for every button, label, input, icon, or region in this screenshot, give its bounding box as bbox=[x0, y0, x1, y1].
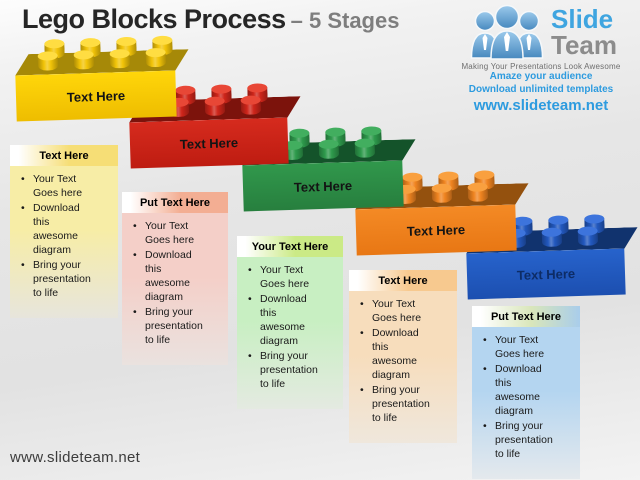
bullet-item: Download this awesome diagram bbox=[478, 363, 551, 419]
brand-tagline: Making Your Presentations Look Awesome bbox=[461, 62, 621, 71]
lego-block-stage-5: Text Here bbox=[466, 218, 626, 300]
lego-block-stage-2: Text Here bbox=[129, 87, 289, 169]
stud-row-front bbox=[282, 142, 376, 161]
bullet-list: Your Text Goes here Download this awesom… bbox=[355, 298, 453, 426]
lego-block-label: Text Here bbox=[406, 221, 466, 239]
stage-3-text-box: Your Text Here Your Text Goes here Downl… bbox=[237, 236, 343, 409]
bullet-item: Download this awesome diagram bbox=[243, 293, 316, 349]
bullet-item: Your Text Goes here bbox=[355, 298, 428, 326]
bullet-item: Bring your presentation to life bbox=[355, 384, 430, 426]
lego-block-label: Text Here bbox=[179, 134, 239, 152]
brand-name-team: Team bbox=[551, 30, 617, 60]
lego-block-front-face: Text Here bbox=[15, 70, 177, 122]
slideteam-people-icon bbox=[470, 4, 544, 60]
bullet-list: Your Text Goes here Download this awesom… bbox=[243, 264, 339, 392]
bullet-item: Your Text Goes here bbox=[16, 173, 89, 201]
bullet-item: Bring your presentation to life bbox=[478, 420, 553, 462]
stage-5-text-box: Put Text Here Your Text Goes here Downlo… bbox=[472, 306, 580, 479]
lego-stud-icon bbox=[354, 142, 376, 158]
text-box-header: Put Text Here bbox=[122, 192, 228, 213]
stud-row-front bbox=[168, 99, 262, 118]
bullet-item: Download this awesome diagram bbox=[16, 202, 89, 258]
lego-block-label: Text Here bbox=[66, 87, 126, 105]
lego-block-stage-1: Text Here bbox=[15, 39, 177, 122]
title-suffix: – 5 Stages bbox=[290, 8, 400, 33]
bullet-item: Your Text Goes here bbox=[128, 220, 201, 248]
stage-4-text-box: Text Here Your Text Goes here Download t… bbox=[349, 270, 457, 443]
bullet-item: Your Text Goes here bbox=[243, 264, 316, 292]
bullet-list: Your Text Goes here Download this awesom… bbox=[128, 220, 224, 348]
text-box-body: Your Text Goes here Download this awesom… bbox=[349, 291, 457, 443]
lego-stud-icon bbox=[240, 99, 262, 115]
bullet-item: Download this awesome diagram bbox=[355, 327, 428, 383]
lego-block-label: Text Here bbox=[293, 177, 353, 195]
lego-stud-icon bbox=[37, 55, 59, 71]
text-box-header: Your Text Here bbox=[237, 236, 343, 257]
text-box-body: Your Text Goes here Download this awesom… bbox=[10, 166, 118, 318]
stage-1-text-box: Text Here Your Text Goes here Download t… bbox=[10, 145, 118, 318]
brand-logo-row: Slide Team bbox=[448, 3, 634, 61]
brand-promo-line1: Amaze your audience bbox=[489, 71, 593, 82]
lego-block-label: Text Here bbox=[516, 265, 576, 283]
lego-stud-icon bbox=[204, 100, 226, 117]
text-box-header: Put Text Here bbox=[472, 306, 580, 327]
stage-2-text-box: Put Text Here Your Text Goes here Downlo… bbox=[122, 192, 228, 365]
bullet-item: Download this awesome diagram bbox=[128, 249, 201, 305]
brand-panel: Slide Team Making Your Presentations Loo… bbox=[448, 3, 634, 114]
lego-block-front-face: Text Here bbox=[355, 204, 517, 256]
lego-stud-icon bbox=[109, 52, 131, 69]
bullet-item: Bring your presentation to life bbox=[128, 306, 203, 348]
footer-website-link[interactable]: www.slideteam.net bbox=[10, 449, 141, 466]
lego-block-front-face: Text Here bbox=[129, 117, 289, 169]
brand-promo-line2: Download unlimited templates bbox=[468, 83, 614, 95]
brand-website-link[interactable]: www.slideteam.net bbox=[473, 97, 609, 114]
lego-stud-icon bbox=[541, 231, 563, 248]
text-box-body: Your Text Goes here Download this awesom… bbox=[472, 327, 580, 479]
text-box-body: Your Text Goes here Download this awesom… bbox=[122, 213, 228, 365]
lego-stud-icon bbox=[467, 186, 489, 202]
lego-stud-icon bbox=[318, 143, 340, 160]
lego-stud-icon bbox=[73, 54, 95, 70]
bullet-item: Bring your presentation to life bbox=[243, 350, 318, 392]
bullet-list: Your Text Goes here Download this awesom… bbox=[478, 334, 576, 462]
bullet-item: Your Text Goes here bbox=[478, 334, 551, 362]
lego-stud-icon bbox=[431, 187, 453, 204]
lego-block-stage-4: Text Here bbox=[355, 174, 517, 256]
bullet-item: Bring your presentation to life bbox=[16, 259, 91, 301]
brand-name-slide: Slide bbox=[551, 4, 614, 34]
text-box-body: Your Text Goes here Download this awesom… bbox=[237, 257, 343, 409]
lego-block-front-face: Text Here bbox=[242, 160, 404, 212]
text-box-header: Text Here bbox=[10, 145, 118, 166]
lego-block-stage-3: Text Here bbox=[242, 130, 404, 212]
stud-row-front bbox=[505, 230, 599, 249]
lego-block-front-face: Text Here bbox=[466, 248, 626, 300]
lego-stud-icon bbox=[577, 230, 599, 246]
text-box-header: Text Here bbox=[349, 270, 457, 291]
brand-wordmark: Slide Team bbox=[551, 6, 617, 58]
lego-stud-icon bbox=[145, 51, 167, 68]
title-main: Lego Blocks Process bbox=[22, 4, 286, 34]
bullet-list: Your Text Goes here Download this awesom… bbox=[16, 173, 114, 301]
slide-title: Lego Blocks Process– 5 Stages bbox=[22, 4, 399, 35]
stud-row-front bbox=[395, 186, 489, 205]
